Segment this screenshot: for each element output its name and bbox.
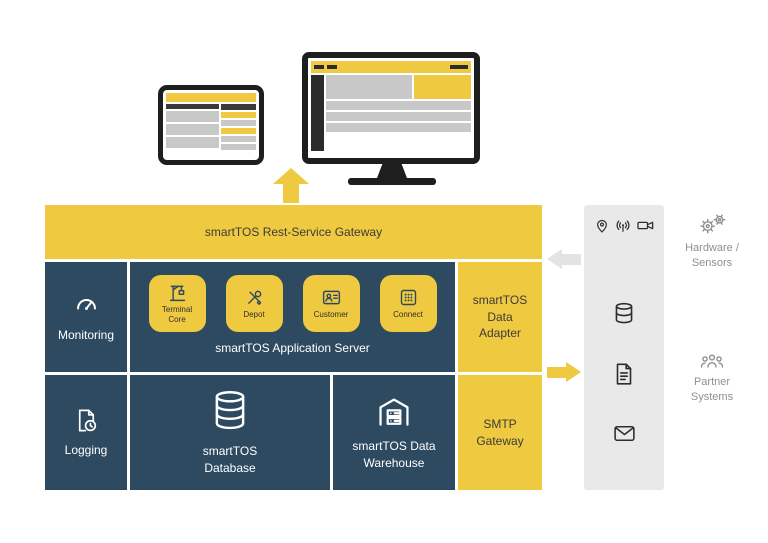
monitor-stand	[377, 164, 407, 178]
warehouse-icon	[379, 398, 409, 426]
arrow-right-icon	[547, 362, 581, 382]
log-file-icon	[78, 409, 96, 432]
monitoring-label: Monitoring	[57, 327, 115, 342]
module-connect: Connect	[379, 275, 437, 332]
tablet-device	[158, 85, 264, 165]
people-icon	[700, 354, 724, 368]
data-adapter-label: smartTOS Data Adapter	[472, 292, 528, 341]
monitor-base	[348, 178, 436, 185]
module-depot: Depot	[225, 275, 283, 332]
envelope-icon	[613, 425, 635, 442]
gauge-icon	[76, 298, 96, 310]
module-customer: Customer	[302, 275, 360, 332]
monitor-screen-header	[311, 61, 471, 73]
smtp-gateway-label: SMTP Gateway	[476, 416, 524, 448]
camera-icon	[636, 221, 653, 230]
module-label: Terminal Core	[161, 305, 193, 324]
hardware-sensors-group: Hardware / Sensors	[672, 211, 752, 271]
customer-card-icon	[322, 290, 340, 305]
partner-systems-label: Partner Systems	[690, 376, 734, 403]
gears-icon	[700, 214, 726, 234]
database-icon	[615, 302, 633, 324]
logging-block: Logging	[45, 375, 127, 490]
data-warehouse-block: smartTOS Data Warehouse	[333, 375, 455, 490]
application-server-label: smartTOS Application Server	[215, 341, 370, 355]
arrow-up-icon	[273, 168, 309, 203]
module-label: Customer	[313, 310, 349, 320]
module-label: Connect	[393, 310, 423, 320]
external-systems-panel	[584, 205, 664, 490]
document-icon	[616, 363, 632, 385]
module-label: Depot	[243, 310, 265, 320]
partner-systems-group: Partner Systems	[676, 352, 748, 405]
smtp-gateway-block: SMTP Gateway	[458, 375, 542, 490]
arrow-left-icon	[547, 249, 581, 269]
gateway-label: smartTOS Rest-Service Gateway	[204, 224, 383, 239]
data-adapter-block: smartTOS Data Adapter	[458, 262, 542, 372]
module-terminal-core: Terminal Core	[148, 275, 206, 332]
location-pin-icon	[596, 219, 607, 233]
tools-icon	[247, 290, 261, 306]
crane-icon	[169, 286, 185, 302]
logging-label: Logging	[64, 442, 108, 457]
desktop-monitor-device	[302, 52, 480, 164]
keypad-icon	[400, 290, 416, 306]
database-stack-icon	[215, 390, 245, 429]
rest-service-gateway-block: smartTOS Rest-Service Gateway	[45, 205, 542, 259]
data-warehouse-label: smartTOS Data Warehouse	[352, 439, 436, 470]
broadcast-icon	[616, 219, 629, 232]
database-label: smartTOS Database	[202, 443, 258, 475]
monitoring-block: Monitoring	[45, 262, 127, 372]
monitor-screen-sidebar	[311, 75, 324, 151]
hardware-sensors-label: Hardware / Sensors	[685, 242, 739, 269]
tablet-screen-header	[166, 93, 256, 102]
application-server-block: Terminal Core Depot Customer	[130, 262, 455, 372]
database-block: smartTOS Database	[130, 375, 330, 490]
